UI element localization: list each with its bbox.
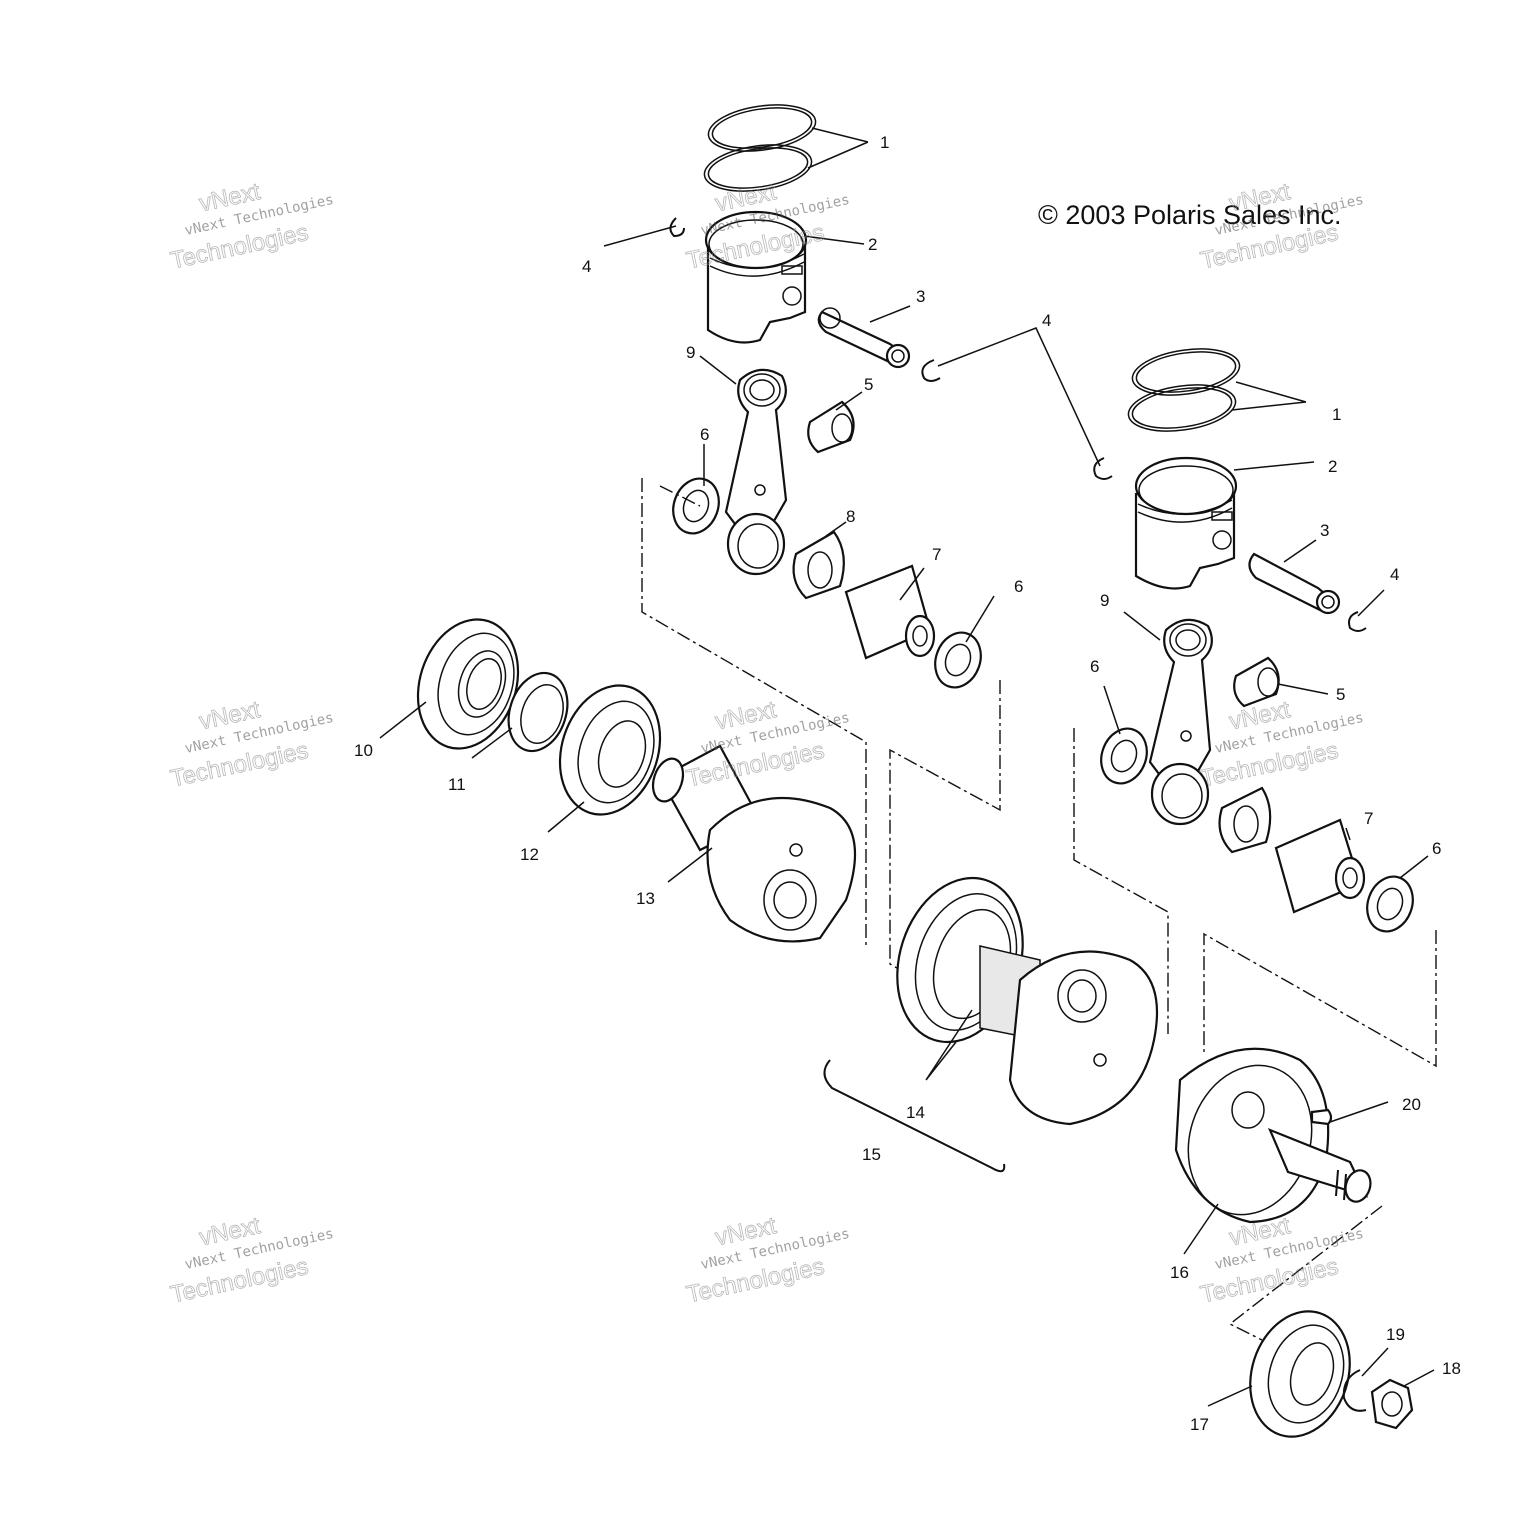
- callout-3: 3: [916, 287, 925, 306]
- left-piston: [704, 210, 808, 344]
- right-wrist-pin: [1248, 552, 1341, 615]
- callout-6: 6: [1432, 839, 1441, 858]
- watermark-bottom-left: vNext vNext Technologies Technologies: [168, 1212, 335, 1309]
- right-thrust-washer-top: [1100, 727, 1148, 785]
- callout-9: 9: [686, 343, 695, 362]
- callout-8: 8: [846, 507, 855, 526]
- left-crankshaft-half: [651, 744, 857, 943]
- callout-2: 2: [1328, 457, 1337, 476]
- callout-4: 4: [1042, 311, 1051, 330]
- right-dashed-outline-upper: [1073, 728, 1169, 1034]
- right-big-end-bearing: [1218, 786, 1272, 854]
- callout-4: 4: [1390, 565, 1399, 584]
- left-inner-main-bearing: [558, 684, 662, 816]
- callout-4: 4: [582, 257, 591, 276]
- callout-6: 6: [1014, 577, 1023, 596]
- watermark-bottom-right: vNext vNext Technologies Technologies: [1198, 1212, 1365, 1309]
- right-thrust-washer-bottom: [1366, 875, 1414, 933]
- callout-6: 6: [1090, 657, 1099, 676]
- right-dashed-outline-lower: [1203, 930, 1437, 1068]
- woodruff-key: [1310, 1108, 1333, 1126]
- left-wrist-pin: [817, 307, 911, 369]
- left-spacer-ring: [507, 671, 569, 753]
- center-circlip: [921, 359, 941, 382]
- left-piston-rings: [703, 104, 817, 192]
- callout-7: 7: [1364, 809, 1373, 828]
- callout-20: 20: [1402, 1095, 1421, 1114]
- watermark-bottom-center: vNext vNext Technologies Technologies: [684, 1212, 851, 1309]
- callout-labels: 1 2 4 3 4 9 5 6 8 7 6 1 2 3 4 9 5 6 7 6 …: [354, 133, 1461, 1434]
- right-circlip-bottom: [1348, 611, 1367, 632]
- crank-nut: [1370, 1378, 1414, 1430]
- callout-5: 5: [1336, 685, 1345, 704]
- right-crank-pin: [1274, 818, 1366, 914]
- callout-3: 3: [1320, 521, 1329, 540]
- left-thrust-washer-bottom: [934, 631, 982, 689]
- callout-5: 5: [864, 375, 873, 394]
- left-crank-pin: [844, 564, 936, 660]
- callout-10: 10: [354, 741, 373, 760]
- watermark-mid-center: vNext vNext Technologies Technologies: [684, 696, 851, 793]
- left-circlip-top: [669, 217, 685, 238]
- right-piston: [1134, 456, 1238, 590]
- watermark-top-left: vNext vNext Technologies Technologies: [168, 178, 335, 275]
- center-crankshaft: [896, 876, 1158, 1126]
- right-small-end-bearing: [1233, 656, 1280, 708]
- right-main-bearing: [1249, 1310, 1351, 1438]
- left-dashed-connector: [659, 485, 701, 507]
- left-dashed-outline-upper: [641, 478, 867, 946]
- right-circlip-top: [1093, 457, 1113, 480]
- callout-16: 16: [1170, 1263, 1189, 1282]
- right-piston-rings: [1127, 348, 1241, 432]
- watermark-mid-left: vNext vNext Technologies Technologies: [168, 696, 335, 793]
- watermark-top-center: vNext vNext Technologies Technologies: [684, 178, 851, 275]
- callout-12: 12: [520, 845, 539, 864]
- left-connecting-rod: [724, 368, 788, 576]
- right-crankshaft-half: [1174, 1047, 1372, 1224]
- center-bracket: [823, 1059, 1006, 1173]
- callout-1: 1: [880, 133, 889, 152]
- lock-washer: [1342, 1369, 1367, 1412]
- callout-2: 2: [868, 235, 877, 254]
- leader-lines: [379, 127, 1435, 1407]
- copyright-notice: © 2003 Polaris Sales Inc.: [1038, 200, 1342, 230]
- callout-13: 13: [636, 889, 655, 908]
- left-thrust-washer-top: [672, 477, 720, 535]
- callout-15: 15: [862, 1145, 881, 1164]
- right-connecting-rod: [1148, 618, 1213, 826]
- left-small-end-bearing: [807, 400, 855, 454]
- callout-18: 18: [1442, 1359, 1461, 1378]
- callout-7: 7: [932, 545, 941, 564]
- callout-19: 19: [1386, 1325, 1405, 1344]
- callout-14: 14: [906, 1103, 925, 1122]
- callout-9: 9: [1100, 591, 1109, 610]
- left-big-end-bearing: [792, 530, 845, 600]
- callout-17: 17: [1190, 1415, 1209, 1434]
- callout-1: 1: [1332, 405, 1341, 424]
- callout-11: 11: [448, 775, 466, 794]
- callout-6: 6: [700, 425, 709, 444]
